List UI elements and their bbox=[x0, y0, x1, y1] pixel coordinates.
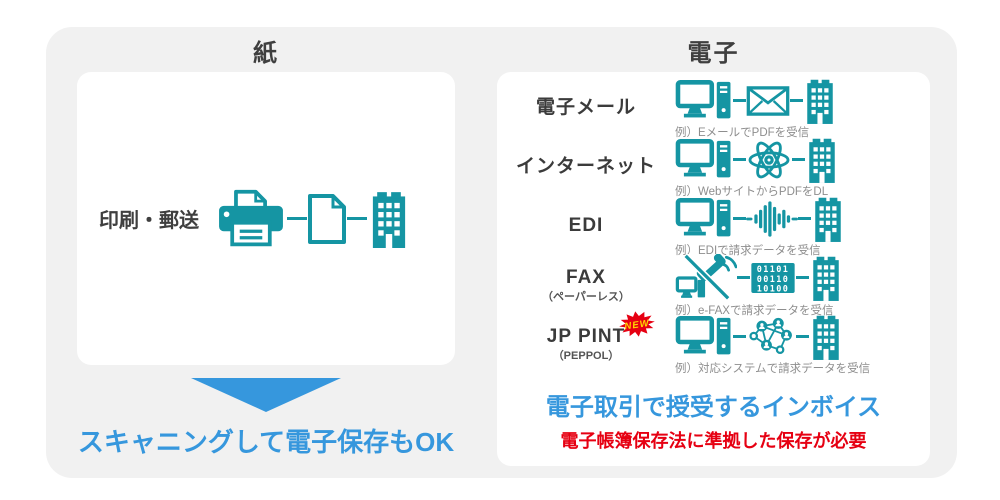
internet-label: インターネット bbox=[515, 156, 656, 178]
binary-row: 00110 bbox=[757, 273, 790, 283]
fax-sublabel: （ペーパーレス） bbox=[542, 290, 630, 303]
fax-phone-slash-icon bbox=[675, 253, 737, 302]
connector-line bbox=[737, 276, 750, 279]
edi-icon-strip bbox=[675, 196, 845, 242]
email-icon-strip bbox=[675, 78, 837, 124]
new-badge-text: NEW bbox=[624, 318, 651, 332]
internet-icon-strip bbox=[675, 137, 839, 183]
fax-icon-strip: 01101 00110 10100 bbox=[675, 253, 843, 302]
jp-pint-sublabel: （PEPPOL） bbox=[552, 349, 620, 362]
binary-row: 01101 bbox=[757, 263, 790, 273]
method-row-email: 電子メール bbox=[497, 78, 930, 139]
binary-data-icon: 01101 00110 10100 bbox=[750, 262, 796, 294]
internet-caption: 例）WebサイトからPDFをDL bbox=[675, 185, 829, 198]
peppol-network-icon bbox=[746, 317, 796, 357]
edi-signal-icon bbox=[746, 200, 798, 238]
method-row-jp-pint: JP PINT NEW （PEPPOL） bbox=[497, 311, 930, 375]
desktop-pc-icon bbox=[675, 138, 733, 181]
fax-caption: 例）e-FAXで請求データを受信 bbox=[675, 304, 834, 317]
building-icon bbox=[805, 137, 839, 183]
building-icon bbox=[803, 78, 837, 124]
paper-section-title: 紙 bbox=[253, 40, 279, 67]
method-row-fax: FAX （ペーパーレス） bbox=[497, 253, 930, 317]
electronic-footer-primary: 電子取引で授受するインボイス bbox=[545, 394, 882, 421]
method-row-edi: EDI bbox=[497, 196, 930, 257]
building-icon bbox=[811, 196, 845, 242]
envelope-icon bbox=[746, 85, 790, 116]
connector-line bbox=[796, 276, 809, 279]
edi-label: EDI bbox=[568, 215, 604, 237]
building-icon bbox=[367, 190, 411, 248]
electronic-section-title: 電子 bbox=[687, 40, 740, 67]
connector-line bbox=[287, 217, 307, 220]
jp-pint-label-text: JP PINT bbox=[546, 326, 626, 347]
connector-line bbox=[733, 158, 746, 161]
email-caption: 例）EメールでPDFを受信 bbox=[675, 126, 810, 139]
desktop-pc-icon bbox=[675, 315, 733, 358]
jp-pint-icon-strip bbox=[675, 314, 870, 360]
paper-method-box: 印刷・郵送 bbox=[77, 72, 455, 365]
paper-method-row: 印刷・郵送 bbox=[77, 72, 455, 365]
electronic-rows: 電子メール bbox=[497, 72, 930, 453]
building-icon bbox=[809, 255, 843, 301]
jp-pint-label: JP PINT NEW bbox=[546, 311, 656, 348]
new-starburst-badge: NEW bbox=[619, 311, 656, 337]
connector-line bbox=[733, 335, 746, 338]
printer-icon bbox=[215, 188, 287, 250]
connector-line bbox=[347, 217, 367, 220]
binary-row: 10100 bbox=[757, 283, 790, 293]
edi-caption: 例）EDIで請求データを受信 bbox=[675, 244, 821, 257]
paper-method-label: 印刷・郵送 bbox=[99, 210, 199, 232]
electronic-methods-box: 電子メール bbox=[497, 72, 930, 466]
document-icon bbox=[307, 193, 347, 245]
connector-line bbox=[796, 335, 809, 338]
paper-icon-strip bbox=[215, 188, 411, 250]
internet-atom-icon bbox=[746, 140, 792, 180]
building-icon bbox=[809, 314, 843, 360]
connector-line bbox=[733, 217, 746, 220]
scan-note: スキャニングして電子保存もOK bbox=[77, 427, 455, 457]
electronic-footer-warning: 電子帳簿保存法に準拠した保存が必要 bbox=[560, 431, 867, 451]
desktop-pc-icon bbox=[675, 79, 733, 122]
connector-line bbox=[798, 217, 811, 220]
connector-line bbox=[792, 158, 805, 161]
method-row-internet: インターネット bbox=[497, 137, 930, 198]
jp-pint-caption: 例）対応システムで請求データを受信 bbox=[675, 362, 871, 375]
down-arrow-icon bbox=[191, 378, 341, 412]
fax-label: FAX bbox=[566, 267, 606, 288]
connector-line bbox=[790, 99, 803, 102]
connector-line bbox=[733, 99, 746, 102]
desktop-pc-icon bbox=[675, 197, 733, 240]
email-label: 電子メール bbox=[535, 97, 636, 119]
